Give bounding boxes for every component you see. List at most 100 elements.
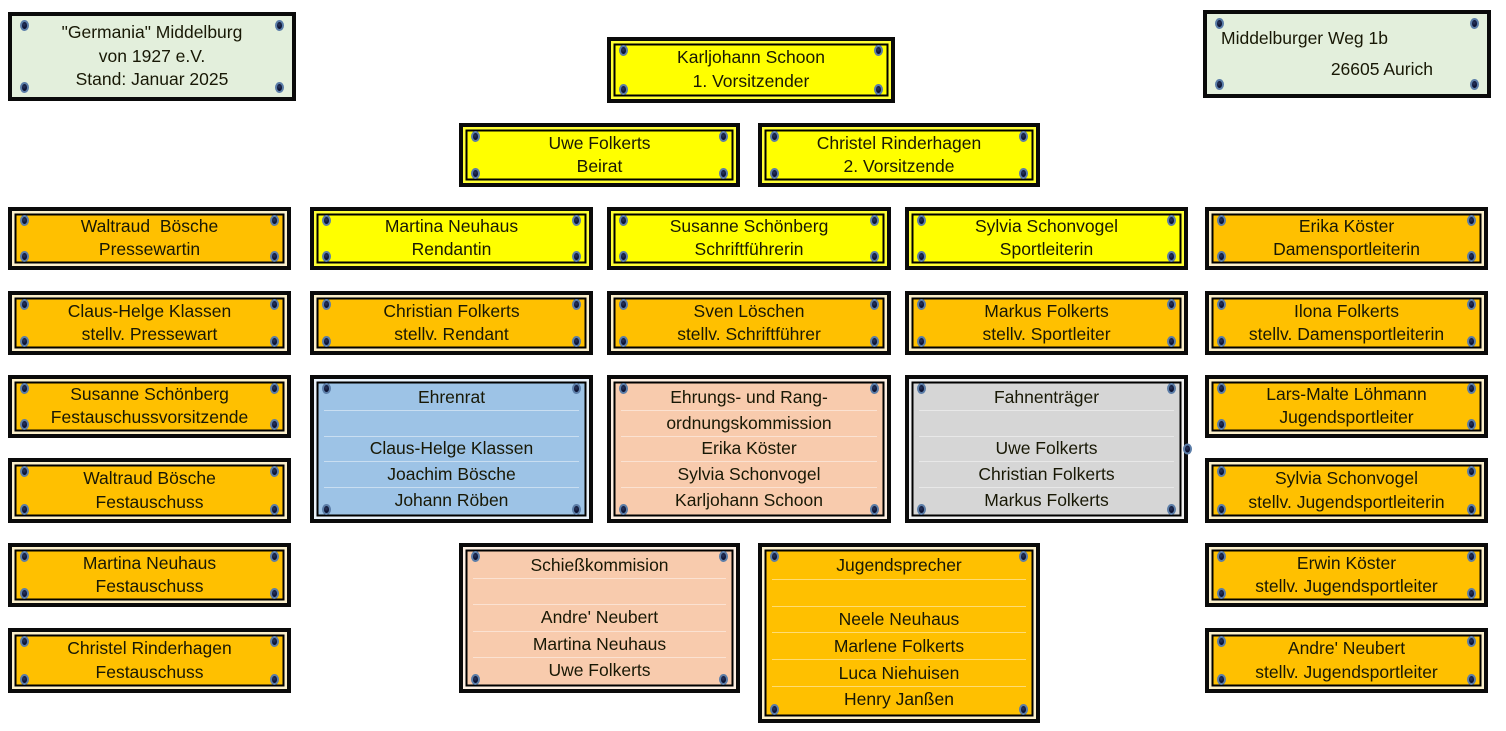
rivet-icon: [1217, 466, 1226, 477]
plate-line: Sven Löschen: [693, 300, 805, 321]
rivet-icon: [471, 168, 480, 179]
rivet-icon: [20, 299, 29, 310]
rivet-icon: [917, 251, 926, 262]
rivet-icon: [1217, 636, 1226, 647]
plate-line: "Germania" Middelburg: [61, 22, 243, 43]
rivet-icon: [572, 299, 581, 310]
rivet-icon: [874, 45, 883, 56]
rivet-icon: [619, 383, 628, 394]
plate-line: Karljohann Schoon: [621, 487, 877, 513]
rivet-icon: [471, 674, 480, 685]
plate-line: Festauschussvorsitzende: [50, 407, 249, 428]
rivet-icon: [1215, 18, 1224, 29]
plate-line: Damensportleiterin: [1273, 239, 1420, 260]
plate-line: Susanne Schönberg: [669, 216, 829, 237]
rivet-icon: [1467, 504, 1476, 515]
rivet-icon: [270, 336, 279, 347]
plate-line: Johann Röben: [324, 487, 579, 513]
rivet-icon: [1167, 299, 1176, 310]
plate-line: Christian Folkerts: [919, 461, 1174, 487]
rivet-icon: [322, 215, 331, 226]
rivet-icon: [1019, 551, 1028, 562]
rivet-icon: [20, 504, 29, 515]
plate-line: Henry Janßen: [772, 686, 1026, 713]
rivet-icon: [1217, 251, 1226, 262]
rivet-icon: [20, 551, 29, 562]
rivet-icon: [471, 131, 480, 142]
plate-line: 26605 Aurich: [1330, 58, 1433, 79]
plate-line: Uwe Folkerts: [919, 435, 1174, 462]
rivet-icon: [572, 383, 581, 394]
rivet-icon: [1019, 131, 1028, 142]
plate-line: stellv. Jugendsportleiter: [1255, 575, 1438, 596]
plate-line: 1. Vorsitzender: [692, 71, 810, 92]
plate-line: Christel Rinderhagen: [816, 132, 982, 153]
rivet-icon: [1217, 383, 1226, 394]
rivet-icon: [1467, 215, 1476, 226]
plate-line: Martina Neuhaus: [384, 216, 519, 237]
rivet-icon: [1167, 383, 1176, 394]
rivet-icon: [270, 551, 279, 562]
rivet-icon: [572, 215, 581, 226]
plate-line: Claus-Helge Klassen: [67, 300, 232, 321]
rivet-icon: [619, 45, 628, 56]
rivet-icon: [20, 383, 29, 394]
rivet-icon: [870, 504, 879, 515]
rivet-icon: [1217, 419, 1226, 430]
plate-line: Neele Neuhaus: [772, 605, 1026, 633]
rivet-icon: [1217, 336, 1226, 347]
plate-line: Christel Rinderhagen: [67, 638, 232, 659]
rivet-icon: [619, 84, 628, 95]
plate-line: Jugendsportleiter: [1279, 407, 1414, 428]
plate-line: Pressewartin: [98, 239, 201, 260]
rivet-icon: [270, 588, 279, 599]
plate-line: Schießkommision: [530, 554, 669, 575]
rivet-icon: [270, 466, 279, 477]
rivet-icon: [770, 704, 779, 715]
rivet-icon: [20, 674, 29, 685]
rivet-icon: [1470, 79, 1479, 90]
plate-line: Sylvia Schonvogel: [621, 461, 877, 487]
rivet-icon: [770, 551, 779, 562]
rivet-icon: [1183, 443, 1192, 455]
rivet-icon: [917, 504, 926, 515]
rivet-icon: [719, 168, 728, 179]
plate-line: Schriftführerin: [694, 239, 804, 260]
plate-line: [324, 409, 579, 436]
rivet-icon: [20, 20, 29, 31]
plate-line: Erika Köster: [1298, 216, 1395, 237]
plate-line: Andre' Neubert: [473, 604, 726, 630]
rivet-icon: [619, 251, 628, 262]
plate-line: ordnungskommission: [621, 409, 877, 436]
rivet-icon: [870, 383, 879, 394]
rivet-icon: [20, 82, 29, 93]
rivet-icon: [20, 419, 29, 430]
plate-line: Marlene Folkerts: [772, 632, 1026, 659]
rivet-icon: [270, 636, 279, 647]
